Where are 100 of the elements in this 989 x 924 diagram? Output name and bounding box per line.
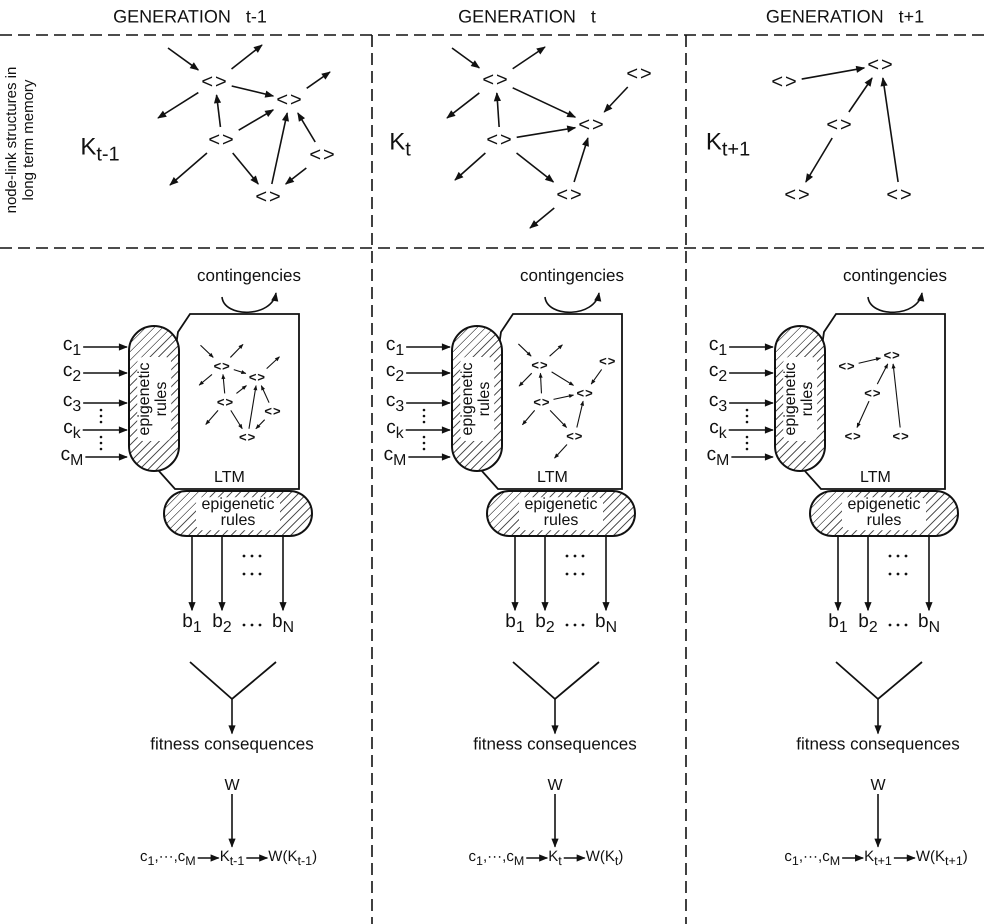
arrow — [554, 444, 568, 458]
node-symbol: <> — [844, 430, 863, 442]
capsule-label: epigenetic rules — [137, 356, 171, 440]
arrow — [576, 400, 584, 428]
arrow — [876, 363, 888, 384]
arrow — [284, 167, 307, 185]
node-symbol: <> — [200, 71, 230, 93]
output-label: b$_{1}$ — [182, 612, 202, 636]
arrow — [221, 292, 277, 314]
fitness-label: fitness consequences — [796, 736, 960, 752]
structure-label: K$_{t-1}$ — [80, 134, 120, 166]
arrow — [297, 112, 316, 142]
arrow — [83, 343, 128, 351]
rules-capsule — [451, 325, 503, 472]
arrow — [255, 419, 266, 430]
arrow — [856, 400, 870, 428]
input-label: c$_{M}$ — [384, 445, 406, 469]
arrow — [544, 292, 600, 314]
node-symbol: <> — [248, 370, 268, 384]
formula-term: W(K$_{t}$) — [586, 848, 624, 868]
arrow — [538, 372, 543, 394]
arrow — [731, 453, 774, 461]
fitness-symbol: W — [547, 778, 563, 794]
capsule-label: epigenetic rules — [842, 496, 926, 530]
output-label: b$_{2}$ — [535, 612, 555, 636]
node-symbol: <> — [485, 129, 515, 151]
output-label: b$_{N}$ — [595, 612, 617, 636]
arrow — [541, 537, 549, 612]
arrow — [406, 399, 451, 407]
arrow — [266, 356, 280, 369]
arrow — [551, 794, 559, 848]
arrow — [232, 152, 259, 185]
arrow — [590, 369, 602, 384]
output-label: b$_{N}$ — [918, 612, 940, 636]
arrow — [168, 47, 200, 71]
input-label: c$_{1}$ — [62, 335, 82, 359]
node-symbol: <> — [308, 144, 338, 166]
node-symbol: <> — [238, 430, 258, 444]
arrow — [874, 699, 882, 734]
fitness-symbol: W — [224, 778, 240, 794]
node-symbol: <> — [530, 358, 550, 372]
arrow — [880, 77, 899, 182]
input-label: c$_{2}$ — [62, 361, 82, 385]
edge-label: contingencies — [195, 266, 303, 286]
output-label: b$_{1}$ — [828, 612, 848, 636]
node-symbol: <> — [783, 184, 813, 206]
arrow — [550, 410, 567, 428]
arrow — [205, 410, 218, 425]
rules-capsule — [163, 490, 313, 537]
arrow — [728, 426, 774, 434]
arrow — [573, 137, 589, 182]
node-symbol: <> — [598, 354, 618, 368]
node-symbol: <> — [882, 348, 902, 362]
input-label: c$_{M}$ — [706, 445, 730, 469]
structure-label: K$_{t+1}$ — [706, 128, 750, 162]
arrow — [198, 374, 212, 386]
arrow — [511, 537, 519, 612]
arrow — [221, 374, 226, 394]
arrow — [306, 71, 331, 89]
output-label: b$_{2}$ — [212, 612, 232, 636]
arrow — [271, 112, 289, 184]
node-symbol: <> — [216, 395, 236, 408]
node-symbol: <> — [565, 430, 584, 442]
arrow — [406, 426, 451, 434]
arrow — [83, 369, 128, 377]
arrow — [553, 394, 574, 400]
node-symbol: <> — [866, 54, 896, 76]
arrow — [858, 357, 882, 364]
capsule-label: epigenetic rules — [196, 496, 280, 530]
column-heading: GENERATION t-1 — [113, 6, 267, 28]
arrow — [729, 369, 774, 377]
structure-label: K$_{t}$ — [389, 128, 411, 162]
input-label: c$_{k}$ — [63, 418, 81, 442]
input-label: c$_{3}$ — [708, 391, 728, 415]
node-symbol: <> — [275, 89, 305, 111]
node-symbol: <> — [577, 114, 607, 136]
node-symbol: <> — [576, 386, 595, 400]
arrow — [452, 47, 480, 69]
formula-term: K$_{t+1}$ — [864, 848, 892, 868]
fitness-label: fitness consequences — [473, 736, 637, 752]
arrow — [279, 537, 287, 612]
arrow — [925, 537, 933, 612]
column-heading: GENERATION t+1 — [766, 6, 924, 28]
capsule-label: epigenetic rules — [519, 496, 603, 530]
formula-term: W(K$_{t+1}$) — [916, 848, 968, 868]
input-label: c$_{2}$ — [708, 361, 728, 385]
arrow — [518, 372, 532, 387]
input-label: c$_{k}$ — [386, 418, 404, 442]
arrow — [260, 385, 270, 403]
arrow — [83, 399, 128, 407]
fitness-label: fitness consequences — [150, 736, 314, 752]
arrow — [602, 537, 610, 612]
arrow — [230, 344, 244, 358]
input-label: c$_{2}$ — [386, 361, 404, 385]
node-symbol: <> — [825, 114, 855, 136]
arrow — [805, 138, 833, 183]
arrow — [214, 94, 222, 128]
formula-term: K$_{t-1}$ — [220, 848, 244, 868]
output-label: b$_{N}$ — [272, 612, 294, 636]
arrow — [894, 854, 916, 862]
